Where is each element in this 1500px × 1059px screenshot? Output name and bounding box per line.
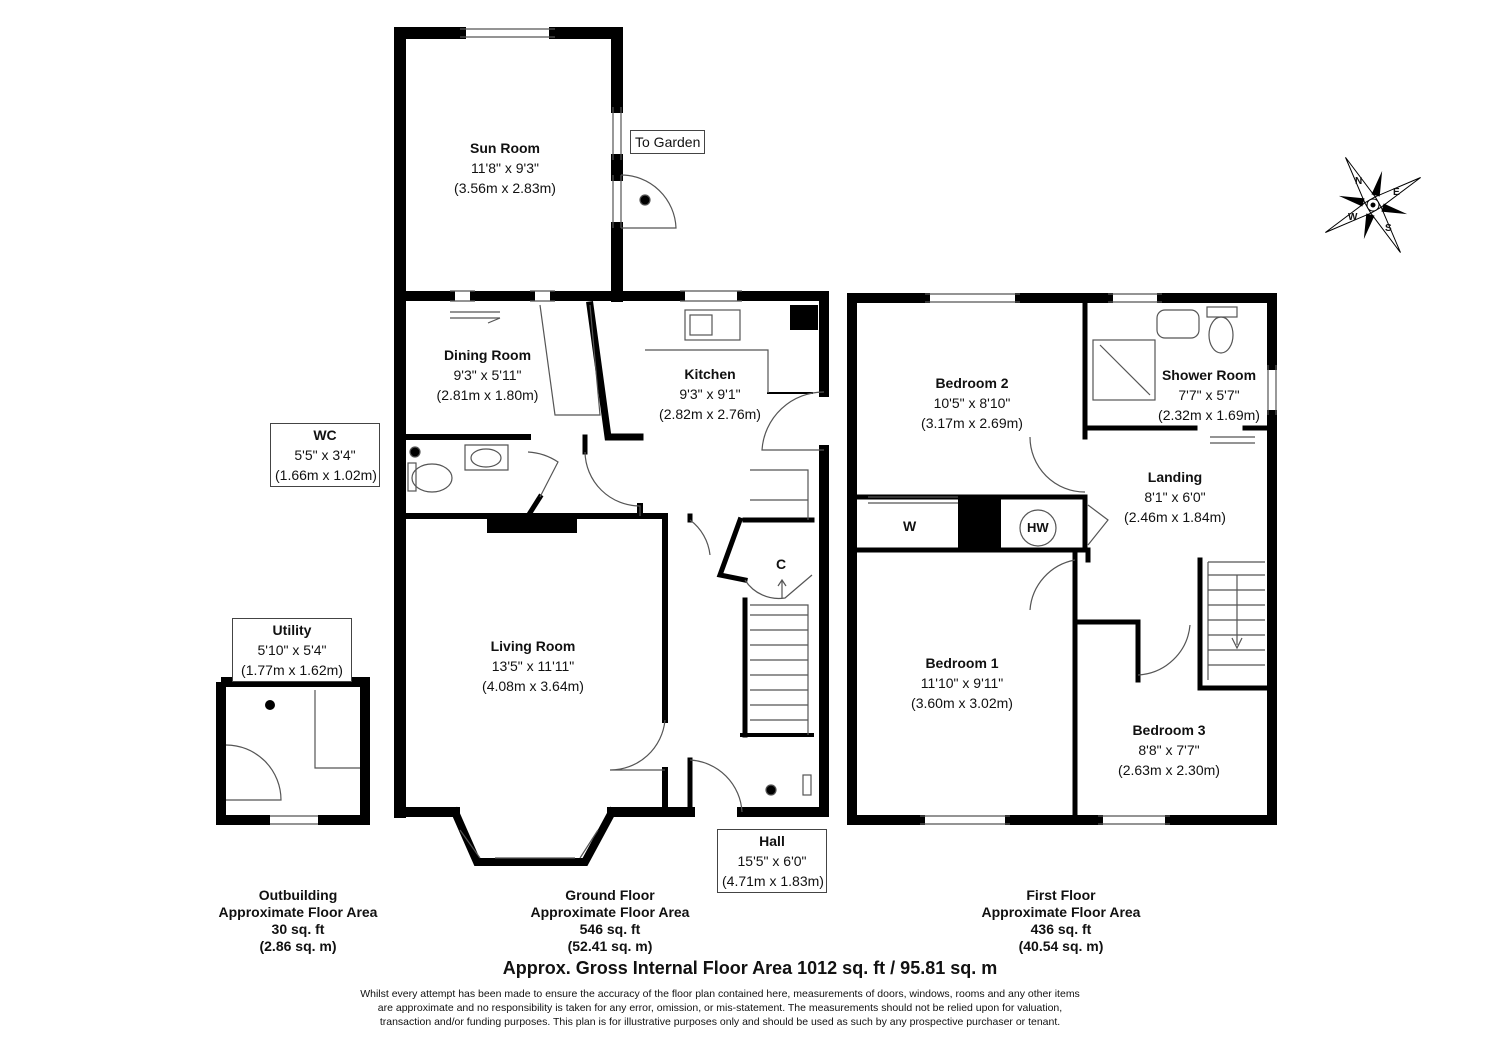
room-imperial: 10'5" x 8'10" [933, 395, 1011, 411]
compass-east: E [1393, 187, 1400, 198]
gross-internal-area: Approx. Gross Internal Floor Area 1012 s… [502, 958, 998, 978]
room-metric: (1.66m x 1.02m) [275, 467, 377, 483]
room-imperial: 8'1" x 6'0" [1144, 489, 1206, 505]
room-name: Living Room [490, 638, 576, 654]
compass-north: N [1355, 176, 1363, 187]
outbuilding-area-caption: Outbuilding Approximate Floor Area 30 sq… [198, 887, 398, 955]
room-imperial: 5'10" x 5'4" [257, 642, 327, 658]
wardrobe-marker: W [903, 518, 917, 534]
room-label-utility: Utility 5'10" x 5'4" (1.77m x 1.62m) [232, 618, 352, 682]
room-name: Dining Room [443, 347, 532, 363]
floor-title: First Floor [1026, 887, 1096, 903]
room-name: Bedroom 2 [935, 375, 1009, 391]
room-label-landing: Landing 8'1" x 6'0" (2.46m x 1.84m) [1110, 467, 1240, 527]
ground-floor-area-caption: Ground Floor Approximate Floor Area 546 … [510, 887, 710, 955]
room-metric: (3.60m x 3.02m) [911, 695, 1013, 711]
room-metric: (2.46m x 1.84m) [1124, 509, 1226, 525]
room-label-bedroom-1: Bedroom 1 11'10" x 9'11" (3.60m x 3.02m) [897, 653, 1027, 713]
room-metric: (3.56m x 2.83m) [454, 180, 556, 196]
room-metric: (2.81m x 1.80m) [436, 387, 539, 403]
floor-caption: Approximate Floor Area [981, 904, 1141, 920]
room-name: Hall [759, 833, 785, 849]
room-imperial: 5'5" x 3'4" [294, 447, 356, 463]
room-label-bedroom-3: Bedroom 3 8'8" x 7'7" (2.63m x 2.30m) [1104, 720, 1234, 780]
floor-sqft: 436 sq. ft [1030, 921, 1092, 937]
floor-sqm: (40.54 sq. m) [1018, 938, 1104, 954]
room-imperial: 11'8" x 9'3" [471, 160, 539, 176]
room-name: Bedroom 1 [925, 655, 999, 671]
room-metric: (2.32m x 1.69m) [1158, 407, 1260, 423]
compass-west: W [1348, 212, 1358, 223]
room-name: Kitchen [684, 366, 736, 382]
room-metric: (2.82m x 2.76m) [659, 406, 761, 422]
compass-rose [1325, 157, 1421, 253]
room-metric: (1.77m x 1.62m) [241, 662, 343, 678]
room-imperial: 9'3" x 9'1" [679, 386, 741, 402]
ground-floor-fixtures [407, 28, 825, 859]
outbuilding-walls [216, 677, 370, 825]
room-metric: (4.08m x 3.64m) [482, 678, 584, 694]
floor-sqm: (2.86 sq. m) [259, 938, 337, 954]
cupboard-marker: C [776, 556, 787, 572]
room-name: Shower Room [1161, 367, 1257, 383]
ground-floor-walls [394, 27, 829, 866]
room-imperial: 11'10" x 9'11" [920, 675, 1004, 691]
room-label-kitchen: Kitchen 9'3" x 9'1" (2.82m x 2.76m) [645, 364, 775, 424]
room-name: WC [313, 427, 337, 443]
room-name: Utility [272, 622, 312, 638]
room-metric: (3.17m x 2.69m) [921, 415, 1023, 431]
room-metric: (2.63m x 2.30m) [1118, 762, 1220, 778]
room-label-hall: Hall 15'5" x 6'0" (4.71m x 1.83m) [717, 829, 827, 893]
floor-caption: Approximate Floor Area [218, 904, 378, 920]
room-name: Landing [1147, 469, 1203, 485]
hot-water-marker: HW [1027, 520, 1049, 535]
floor-title: Outbuilding [258, 887, 338, 903]
room-label-sun-room: Sun Room 11'8" x 9'3" (3.56m x 2.83m) [440, 138, 570, 198]
to-garden-label: To Garden [630, 130, 706, 154]
room-name: Sun Room [470, 140, 540, 156]
floor-caption: Approximate Floor Area [530, 904, 690, 920]
room-metric: (4.71m x 1.83m) [722, 873, 824, 889]
disclaimer-text: Whilst every attempt has been made to en… [360, 988, 1080, 1028]
room-imperial: 8'8" x 7'7" [1138, 742, 1200, 758]
room-name: Bedroom 3 [1132, 722, 1206, 738]
first-floor-fixtures [868, 293, 1277, 825]
room-label-dining-room: Dining Room 9'3" x 5'11" (2.81m x 1.80m) [420, 345, 555, 405]
room-imperial: 15'5" x 6'0" [737, 853, 807, 869]
first-floor-area-caption: First Floor Approximate Floor Area 436 s… [961, 887, 1161, 955]
room-label-wc: WC 5'5" x 3'4" (1.66m x 1.02m) [270, 423, 380, 487]
room-label-shower-room: Shower Room 7'7" x 5'7" (2.32m x 1.69m) [1152, 365, 1266, 425]
room-label-bedroom-2: Bedroom 2 10'5" x 8'10" (3.17m x 2.69m) [907, 373, 1037, 433]
floor-sqft: 30 sq. ft [271, 921, 325, 937]
room-imperial: 7'7" x 5'7" [1178, 387, 1240, 403]
room-imperial: 9'3" x 5'11" [453, 367, 522, 383]
floor-sqft: 546 sq. ft [579, 921, 641, 937]
floor-title: Ground Floor [565, 887, 655, 903]
room-imperial: 13'5" x 11'11" [491, 658, 575, 674]
compass-south: S [1385, 223, 1392, 234]
room-label-living-room: Living Room 13'5" x 11'11" (4.08m x 3.64… [468, 636, 598, 696]
floor-sqm: (52.41 sq. m) [567, 938, 653, 954]
